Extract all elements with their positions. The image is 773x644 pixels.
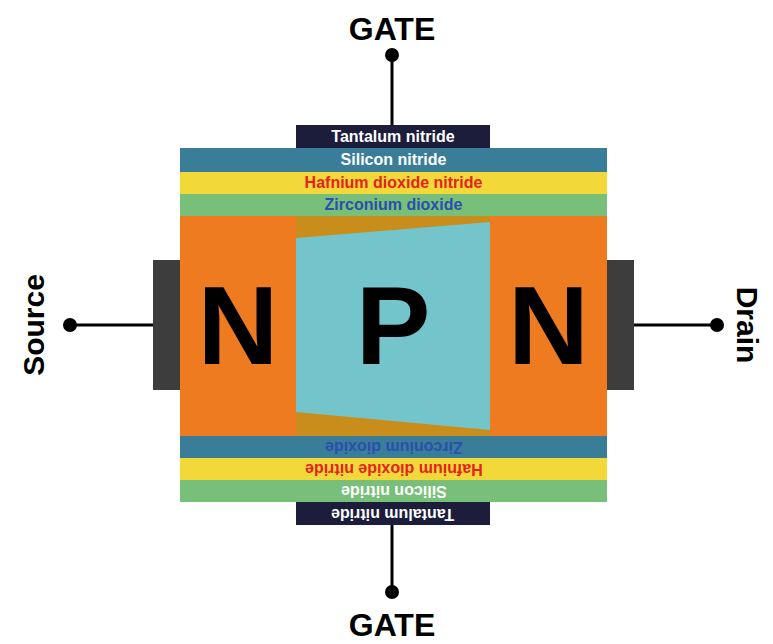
terminal-name: GATE: [349, 13, 436, 45]
drain-contact: [607, 260, 634, 390]
source-wire: [70, 324, 153, 327]
n-region: N: [180, 216, 296, 436]
dielectric-layer: Hafnium dioxide nitride: [180, 458, 607, 480]
region-letter: N: [508, 270, 589, 382]
terminal-name: GATE: [349, 609, 436, 641]
dielectric-layer: Silicon nitride: [180, 480, 607, 502]
gate-terminal: [385, 585, 399, 599]
n-region: N: [490, 216, 607, 436]
channel-shape: [296, 222, 490, 430]
layer-name: Silicon nitride: [341, 483, 447, 499]
drain-terminal: [710, 318, 724, 332]
source-terminal: [63, 318, 77, 332]
layer-name: Hafnium dioxide nitride: [305, 175, 483, 191]
gate-metal-layer: Tantalum nitride: [296, 125, 490, 148]
dielectric-layer: Hafnium dioxide nitride: [180, 172, 607, 194]
terminal-name: Source: [19, 274, 49, 376]
gate-metal-layer: Tantalum nitride: [296, 502, 490, 525]
channel-edge: [296, 216, 490, 436]
n-body: [180, 216, 607, 436]
gate-wire: [391, 55, 394, 125]
dielectric-layer: Zirconium dioxide: [180, 194, 607, 216]
region-letter: N: [198, 270, 279, 382]
dielectric-layer: Silicon nitride: [180, 148, 607, 172]
layer-name: Tantalum nitride: [331, 129, 454, 145]
drain-wire: [634, 324, 717, 327]
layer-name: Silicon nitride: [341, 152, 447, 168]
source-contact: [153, 260, 180, 390]
p-region: P: [296, 216, 490, 436]
layer-name: Zirconium dioxide: [325, 439, 463, 455]
layer-name: Tantalum nitride: [331, 506, 454, 522]
gate-wire: [391, 525, 394, 592]
layer-name: Zirconium dioxide: [325, 197, 463, 213]
layer-name: Hafnium dioxide nitride: [305, 461, 483, 477]
region-letter: P: [356, 270, 431, 382]
dielectric-layer: Zirconium dioxide: [180, 436, 607, 458]
terminal-name: Drain: [732, 287, 762, 364]
gate-terminal: [385, 48, 399, 62]
